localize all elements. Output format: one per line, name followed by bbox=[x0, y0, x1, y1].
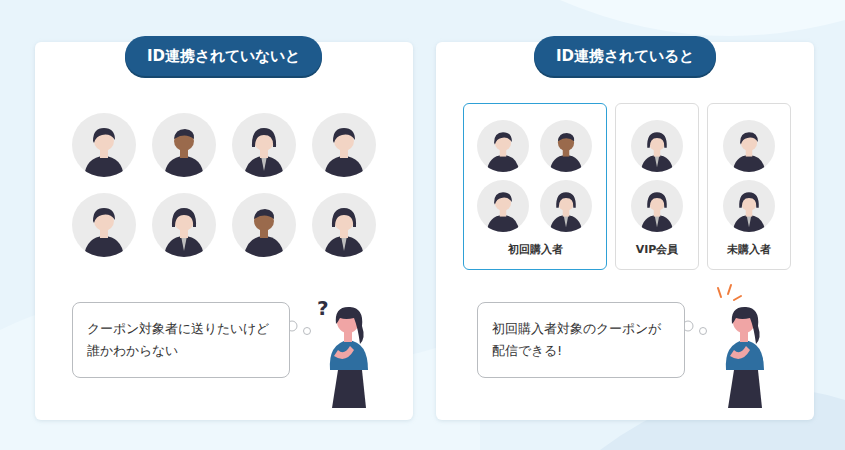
group-label: VIP会員 bbox=[616, 242, 698, 257]
thought-bubble: クーポン対象者に送りたいけど 誰かわからない bbox=[72, 302, 290, 378]
heading-pill: ID連携されていないと bbox=[125, 36, 322, 76]
group-label: 初回購入者 bbox=[464, 242, 606, 257]
thought-bubble: 初回購入者対象のクーポンが 配信できる! bbox=[477, 302, 685, 378]
group-box: 未購入者 bbox=[707, 103, 791, 270]
panel-card: ID連携されていると初回購入者VIP会員未購入者初回購入者対象のクーポンが 配信… bbox=[436, 42, 814, 420]
question-mark: ? bbox=[317, 296, 329, 320]
group-box: 初回購入者 bbox=[463, 103, 607, 270]
bubble-text: クーポン対象者に送りたいけど 誰かわからない bbox=[87, 318, 275, 362]
group-box: VIP会員 bbox=[615, 103, 699, 270]
bubble-text: 初回購入者対象のクーポンが 配信できる! bbox=[492, 318, 670, 362]
group-label: 未購入者 bbox=[708, 242, 790, 257]
panel-card: ID連携されていないとクーポン対象者に送りたいけど 誰かわからない bbox=[35, 42, 413, 420]
heading-pill: ID連携されていると bbox=[534, 36, 716, 76]
